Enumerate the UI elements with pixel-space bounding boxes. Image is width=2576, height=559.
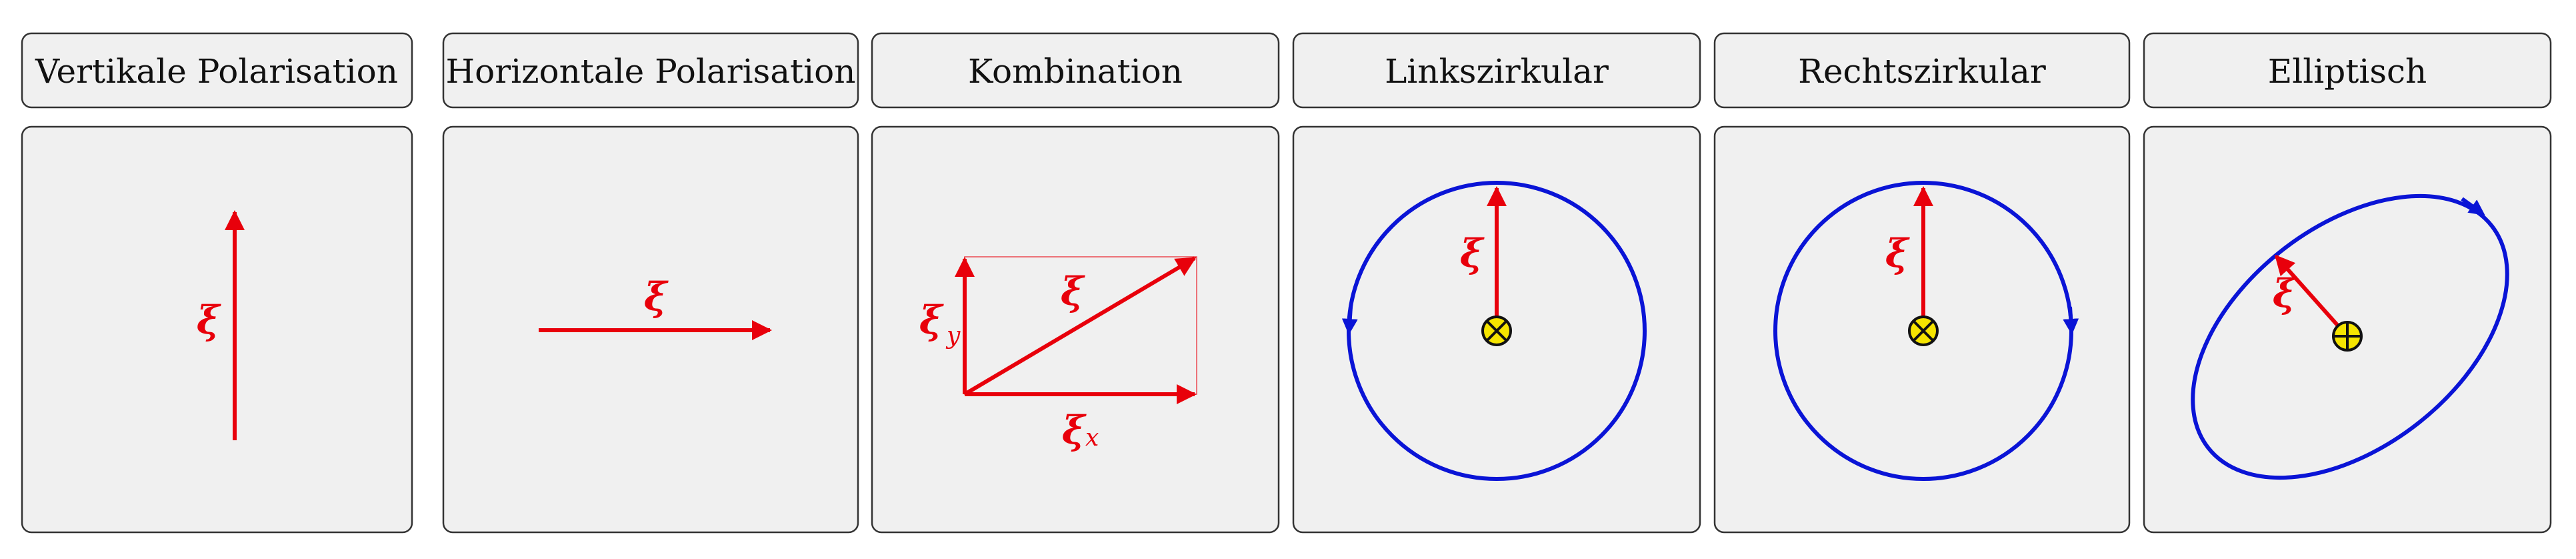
panel-title-right-circular: Rechtszirkular [1798,52,2046,91]
y-subscript: y [945,322,961,350]
panel-vertical [21,125,413,534]
panel-title-vertical: Vertikale Polarisation [35,52,398,91]
title-bar-combination: Kombination [871,32,1280,109]
elliptical-rotation-arrow [2461,197,2485,216]
xi-x-label: ξ [1062,408,1087,453]
panel-title-left-circular: Linkszirkular [1385,52,1609,91]
elliptical-content: ξ [2191,193,2509,480]
right-rotation-arrow [2063,306,2079,335]
elliptical-path [2191,193,2509,480]
combination-content: ξ ξ y ξ x [919,256,1197,453]
title-bar-vertical: Vertikale Polarisation [21,32,413,109]
left-rotation-arrow [1341,306,1358,335]
panel-title-elliptical: Elliptisch [2268,52,2427,91]
title-bar-elliptical: Elliptisch [2143,32,2552,109]
title-bar-horizontal: Horizontale Polarisation [442,32,859,109]
vertical-content: ξ [197,210,245,440]
xi-label-elliptical: ξ [2273,271,2297,316]
right-circular-content: ξ [1773,180,2079,481]
right-circular-path [1773,180,2073,481]
xi-label-right-circular: ξ [1885,231,1910,276]
panel-title-combination: Kombination [968,52,1183,91]
title-bar-right-circular: Rechtszirkular [1713,32,2131,109]
horizontal-content: ξ [539,274,772,340]
xi-y-label: ξ [919,298,944,343]
panel-title-horizontal: Horizontale Polarisation [446,52,856,91]
xi-label-horizontal: ξ [644,274,669,320]
left-circular-path [1347,180,1647,481]
left-circular-content: ξ [1341,180,1647,481]
xi-label-combination: ξ [1061,269,1085,314]
x-subscript: x [1085,424,1099,452]
xi-label-vertical: ξ [197,298,221,343]
title-bar-left-circular: Linkszirkular [1292,32,1701,109]
xi-label-left-circular: ξ [1460,231,1485,276]
resultant-vector-arrow [963,256,1197,396]
elliptical-vector-arrow [2274,254,2349,338]
